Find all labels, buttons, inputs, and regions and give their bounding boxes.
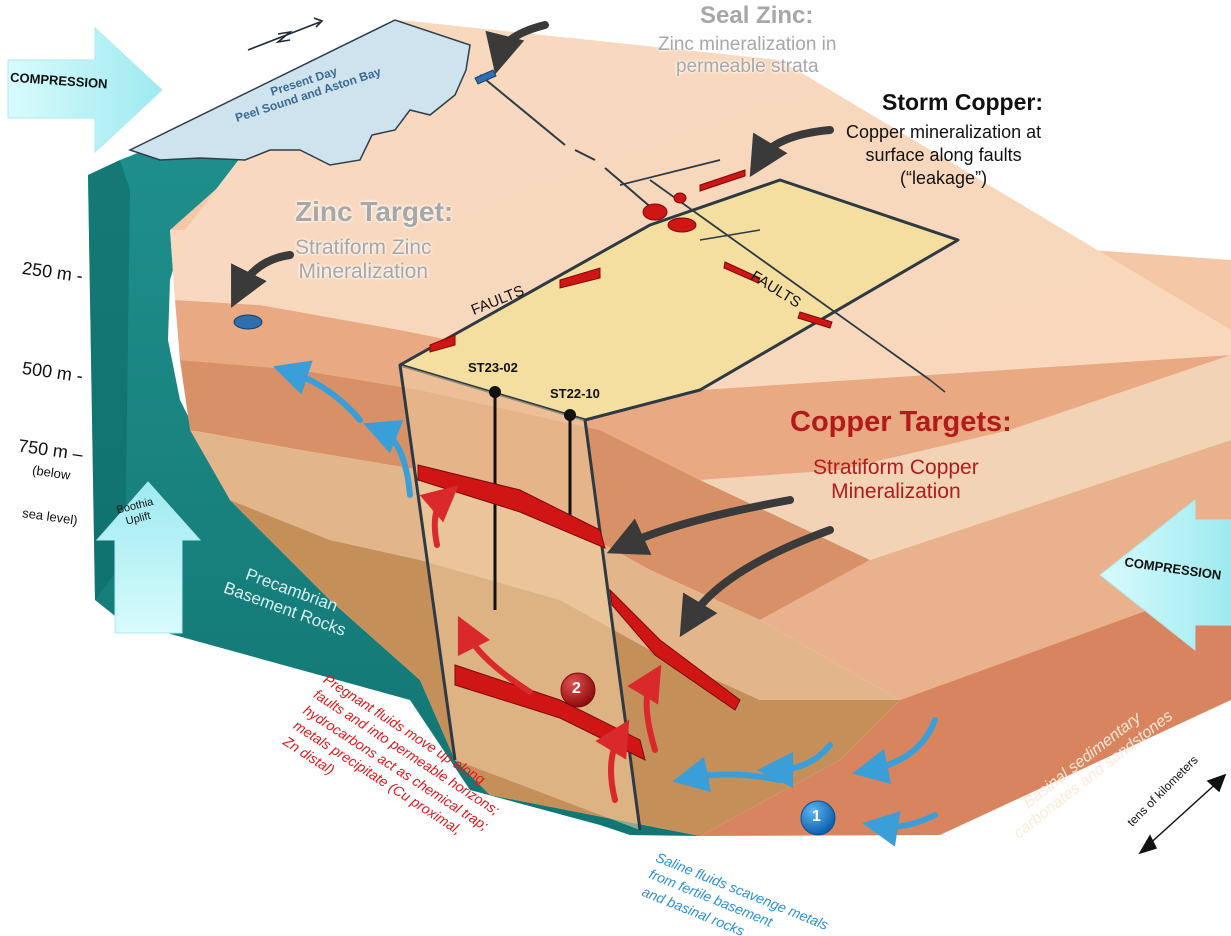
storm-copper-body: Copper mineralization at surface along f… <box>846 122 1042 189</box>
side-face-mid <box>760 440 1231 700</box>
peel-sound-sea <box>128 19 471 166</box>
basement-rock <box>88 145 700 836</box>
copper-targets-body: Stratiform Copper Mineralization <box>813 456 979 504</box>
seal-zinc-body: Zinc mineralization in permeable strata <box>658 34 837 77</box>
seal-zinc-title: Seal Zinc: <box>700 2 814 29</box>
step-marker-1 <box>800 800 836 836</box>
saline-fluid-arrows <box>272 360 938 847</box>
basement-shade <box>88 160 130 600</box>
boothia-uplift-arrow <box>95 481 202 634</box>
scale-arrow-icon <box>1138 773 1227 855</box>
north-arrow-icon <box>247 17 324 51</box>
zinc-target-title: Zinc Target: <box>295 196 454 227</box>
drillhole-label-st23-02: ST23-02 <box>468 360 518 375</box>
callout-arrows <box>231 21 834 638</box>
drillhole-label-st22-10: ST22-10 <box>550 386 600 401</box>
side-face-low <box>700 580 1231 836</box>
compression-arrow-left <box>7 26 163 154</box>
step-marker-2-label: 2 <box>572 680 581 697</box>
copper-targets-title: Copper Targets: <box>790 406 1012 438</box>
storm-copper-title: Storm Copper: <box>882 89 1043 115</box>
step-marker-2 <box>560 672 596 708</box>
step-marker-1-label: 1 <box>812 808 821 825</box>
side-face-top <box>700 355 1231 560</box>
pregnant-fluid-arrows <box>419 485 662 803</box>
zinc-target-body: Stratiform Zinc Mineralization <box>295 236 432 284</box>
compression-arrow-right <box>1099 498 1231 652</box>
drillhole-st22-10 <box>564 409 576 520</box>
